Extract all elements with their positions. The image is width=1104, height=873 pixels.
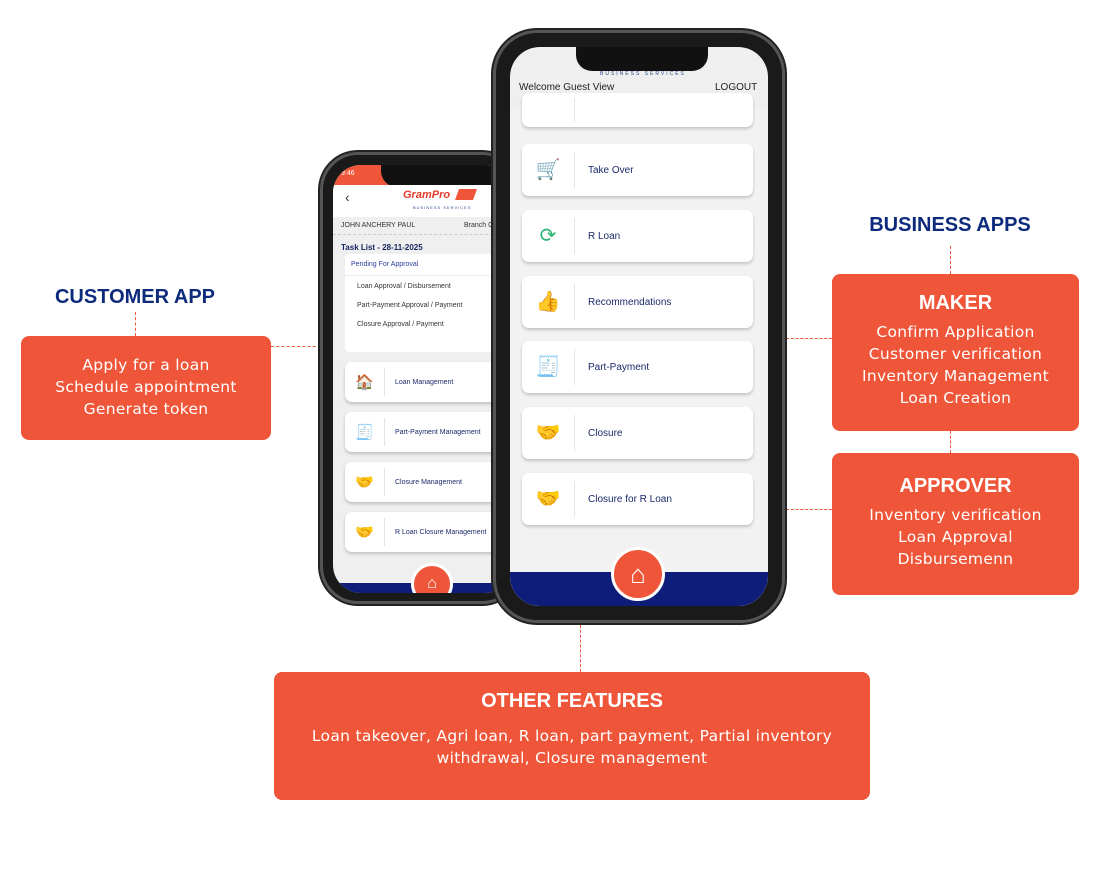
customer-app-title: CUSTOMER APP	[54, 286, 216, 308]
handshake-icon: 🤝	[522, 414, 575, 452]
feature-line: Confirm Application	[876, 323, 1035, 341]
menu-label: Loan Management	[395, 378, 454, 386]
other-features-box: OTHER FEATURES Loan takeover, Agri loan,…	[274, 672, 870, 800]
menu-card-partial[interactable]	[522, 93, 753, 127]
recommendation-icon: 👍	[522, 283, 575, 321]
logo-subtitle: BUSINESS SERVICES	[413, 205, 472, 210]
feature-line: Loan Creation	[899, 389, 1012, 407]
task-list-title: Task List - 28-11-2025	[341, 243, 423, 252]
connector	[950, 246, 951, 274]
maker-title: MAKER	[918, 292, 993, 314]
phone-screen: BUSINESS SERVICES Welcome Guest View LOG…	[510, 47, 768, 606]
notch	[381, 165, 501, 187]
menu-label: Closure Management	[395, 478, 462, 486]
approver-title: APPROVER	[899, 475, 1012, 497]
menu-label: Take Over	[588, 164, 634, 176]
menu-r-loan[interactable]: ⟳ R Loan	[522, 210, 753, 262]
home-button[interactable]: ⌂	[611, 547, 665, 601]
welcome-text: Welcome Guest View	[519, 82, 615, 93]
maker-box: MAKER Confirm Application Customer verif…	[832, 274, 1079, 431]
feature-line: Loan Approval	[898, 528, 1013, 546]
business-apps-title: BUSINESS APPS	[869, 214, 1031, 236]
menu-label: Part-Payment	[588, 361, 650, 373]
user-name: JOHN ANCHERY PAUL	[341, 222, 416, 229]
pending-title: Pending For Approval	[345, 254, 513, 276]
connector	[271, 346, 321, 347]
handshake-doc-icon: 🤝	[522, 480, 575, 518]
r-loan-icon: ⟳	[522, 217, 575, 255]
menu-part-payment-management[interactable]: 🧾 Part-Payment Management	[345, 412, 513, 452]
menu-icon	[522, 98, 575, 122]
feature-line: Apply for a loan	[82, 356, 210, 374]
pending-item[interactable]: Part-Payment Approval / Payment	[357, 302, 463, 309]
feature-line: Inventory Management	[861, 367, 1050, 385]
menu-closure[interactable]: 🤝 Closure	[522, 407, 753, 459]
menu-label: Part-Payment Management	[395, 428, 481, 436]
menu-label: R Loan Closure Management	[395, 528, 487, 536]
status-time: 9:46	[341, 170, 355, 177]
branch-label: Branch C	[464, 222, 494, 229]
phone-screen: 9:46 ‹ GramPro BUSINESS SERVICES JOHN AN…	[333, 165, 513, 593]
menu-closure-r-loan[interactable]: 🤝 Closure for R Loan	[522, 473, 753, 525]
feature-line: Inventory verification	[869, 506, 1042, 524]
menu-label: Closure for R Loan	[588, 493, 672, 505]
feature-line: Schedule appointment	[55, 378, 237, 396]
logo-subtitle: BUSINESS SERVICES	[600, 71, 686, 77]
back-icon[interactable]: ‹	[345, 189, 350, 205]
feature-line: withdrawal, Closure management	[436, 749, 708, 767]
menu-label: Recommendations	[588, 296, 672, 308]
menu-r-loan-closure-management[interactable]: 🤝 R Loan Closure Management	[345, 512, 513, 552]
app-header: ‹ GramPro BUSINESS SERVICES	[333, 185, 513, 217]
connector	[786, 338, 832, 339]
pending-approval-panel: Pending For Approval Loan Approval / Dis…	[345, 254, 513, 352]
pending-item[interactable]: Loan Approval / Disbursement	[357, 283, 451, 290]
menu-part-payment[interactable]: 🧾 Part-Payment	[522, 341, 753, 393]
house-coin-icon: 🏠	[345, 368, 385, 396]
menu-closure-management[interactable]: 🤝 Closure Management	[345, 462, 513, 502]
feature-line: Disbursemenn	[897, 550, 1014, 568]
logo: GramPro	[403, 189, 451, 201]
notch	[576, 47, 708, 71]
business-phone: BUSINESS SERVICES Welcome Guest View LOG…	[493, 30, 785, 623]
home-icon: ⌂	[427, 575, 437, 592]
divider	[333, 234, 513, 235]
receipt-icon: 🧾	[522, 348, 575, 386]
takeover-icon: 🛒	[522, 151, 575, 189]
customer-phone: 9:46 ‹ GramPro BUSINESS SERVICES JOHN AN…	[320, 152, 520, 604]
receipt-icon: 🧾	[345, 418, 385, 446]
menu-loan-management[interactable]: 🏠 Loan Management	[345, 362, 513, 402]
menu-recommendations[interactable]: 👍 Recommendations	[522, 276, 753, 328]
connector	[950, 431, 951, 453]
menu-take-over[interactable]: 🛒 Take Over	[522, 144, 753, 196]
home-button[interactable]: ⌂	[411, 563, 453, 593]
logo-mark-icon	[454, 189, 478, 200]
handshake-icon: 🤝	[345, 468, 385, 496]
feature-line: Customer verification	[868, 345, 1043, 363]
connector	[786, 509, 832, 510]
feature-line: Generate token	[83, 400, 209, 418]
menu-label: Closure	[588, 427, 623, 439]
menu-label: R Loan	[588, 230, 621, 242]
pending-item[interactable]: Closure Approval / Payment	[357, 321, 444, 328]
home-icon: ⌂	[630, 558, 646, 589]
connector	[580, 625, 581, 672]
customer-app-box: Apply for a loan Schedule appointment Ge…	[21, 336, 271, 440]
logout-button[interactable]: LOGOUT	[715, 82, 758, 93]
feature-line: Loan takeover, Agri loan, R loan, part p…	[311, 727, 833, 745]
other-features-title: OTHER FEATURES	[481, 690, 663, 712]
approver-box: APPROVER Inventory verification Loan App…	[832, 453, 1079, 595]
connector	[135, 312, 136, 336]
handshake-icon: 🤝	[345, 518, 385, 546]
